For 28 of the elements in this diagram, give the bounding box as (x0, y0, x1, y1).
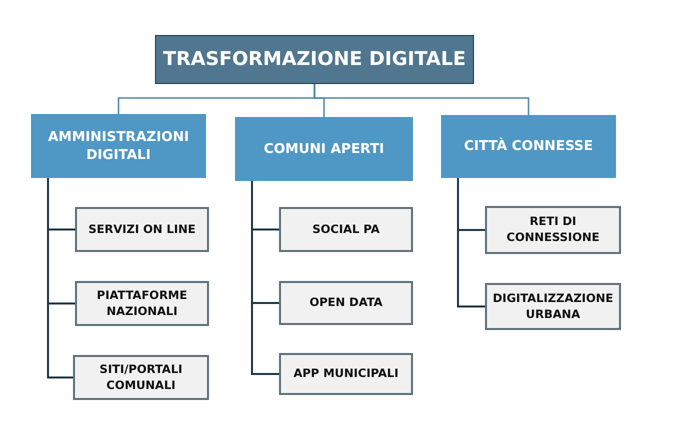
item-box (279, 353, 413, 395)
title-box (155, 35, 474, 84)
node-label: COMUNI APERTI (264, 140, 384, 158)
category-box (31, 114, 206, 178)
item-box (73, 355, 209, 400)
node-label: CITTÀ CONNESSE (464, 137, 594, 156)
node-label: SOCIAL PA (312, 222, 380, 238)
item-box (279, 207, 413, 252)
node-label: SITI/PORTALI COMUNALI (98, 362, 184, 394)
node-label: RETI DI CONNESSIONE (506, 214, 600, 246)
item-box (75, 207, 209, 252)
connector-line (251, 181, 279, 375)
item-box (279, 281, 413, 325)
node-label: APP MUNICIPALI (293, 366, 399, 382)
node-label: SERVIZI ON LINE (88, 222, 196, 238)
connector-line (314, 84, 530, 115)
category-box (235, 117, 413, 181)
node-label: AMMINISTRAZIONI DIGITALI (46, 128, 190, 164)
item-box (485, 206, 621, 254)
connector-line (457, 178, 485, 308)
item-box (485, 283, 621, 330)
connector-line (47, 178, 73, 378)
node-label: DIGITALIZZAZIONE URBANA (492, 290, 614, 322)
node-label: OPEN DATA (309, 295, 383, 311)
node-label: TRASFORMAZIONE DIGITALE (163, 46, 466, 72)
item-box (75, 281, 209, 326)
category-box (441, 115, 616, 178)
node-label: PIATTAFORME NAZIONALI (96, 288, 188, 320)
